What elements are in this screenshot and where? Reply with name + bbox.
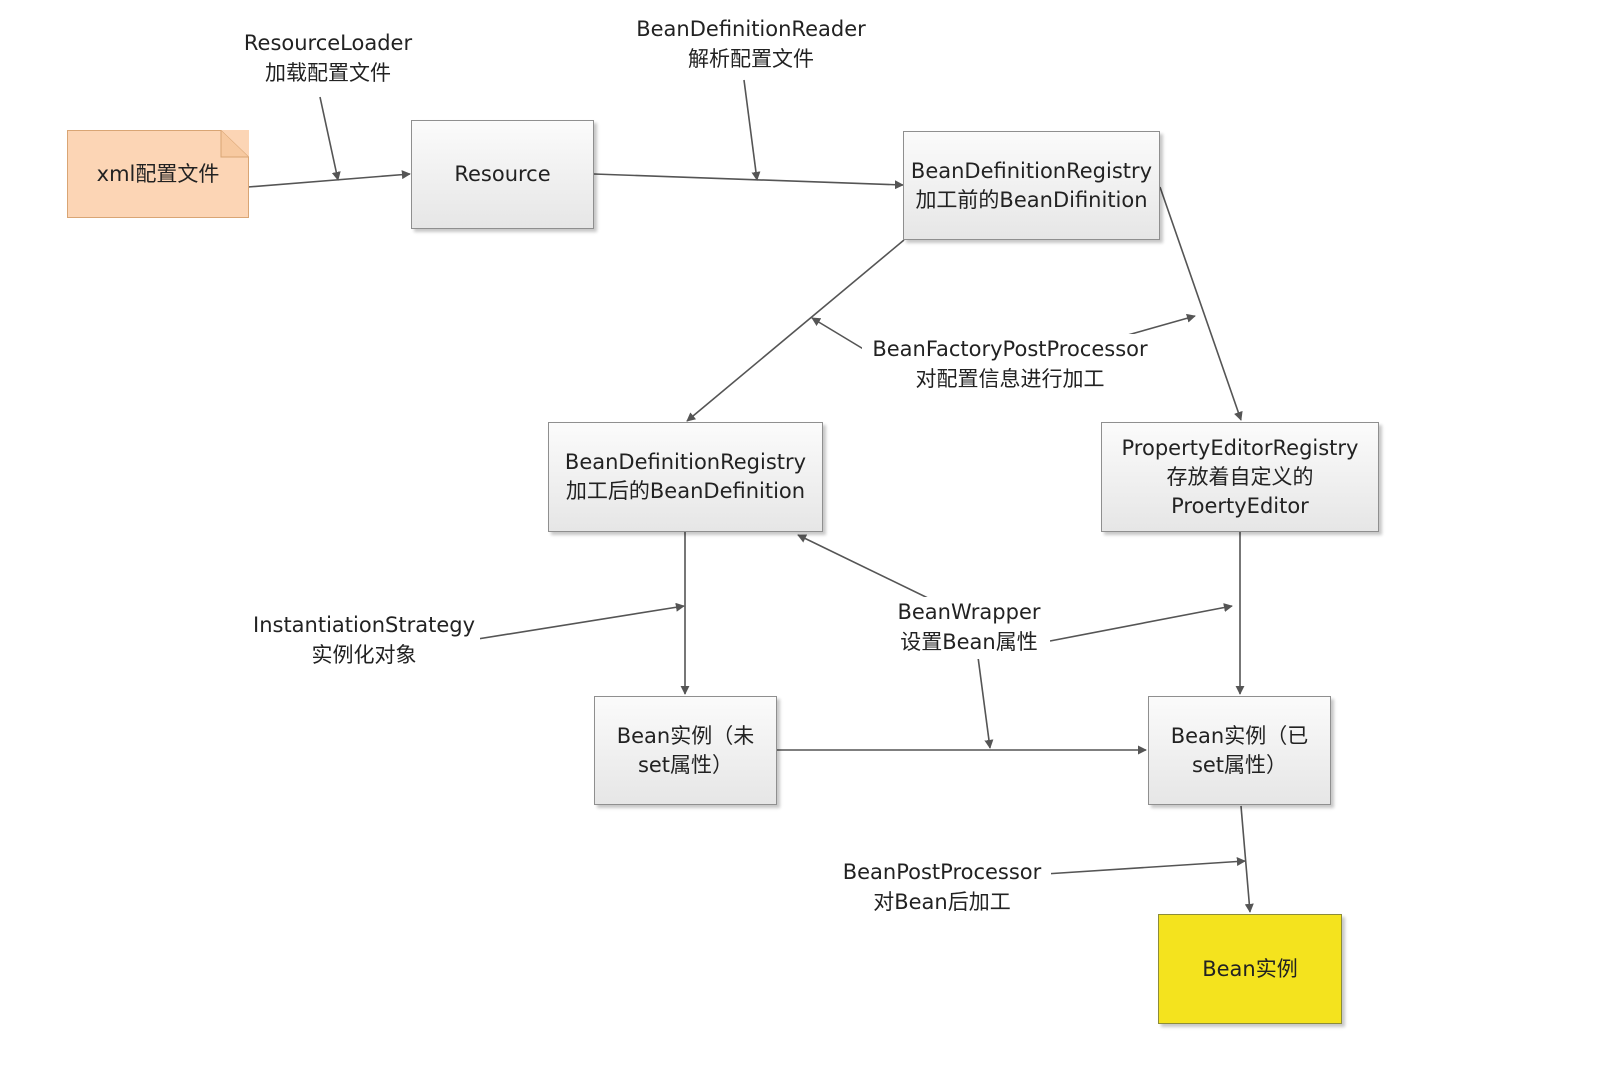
document-icon (67, 130, 249, 218)
edge-registry-before-to-property-editor (1159, 186, 1243, 421)
edge-resource-to-registry-before (593, 173, 904, 190)
node-bean-instance-unset: Bean实例（未 set属性） (594, 696, 777, 805)
pointer-instantiation-strategy (464, 602, 685, 642)
pointer-factory-post-processor-left (811, 317, 871, 354)
node-registry-after-label: BeanDefinitionRegistry 加工后的BeanDefinitio… (564, 450, 807, 503)
node-resource-label: Resource (454, 162, 551, 186)
label-resource-loader: ResourceLoader 加载配置文件 (226, 28, 430, 90)
node-bean-instance-final-label: Bean实例 (1202, 956, 1298, 981)
pointer-definition-reader (743, 79, 761, 181)
node-bean-instance-set-label: Bean实例（已 set属性） (1170, 723, 1309, 777)
label-bean-definition-reader: BeanDefinitionReader 解析配置文件 (630, 14, 872, 76)
node-property-editor-registry: PropertyEditorRegistry 存放着自定义的 ProertyEd… (1101, 422, 1379, 532)
node-xml-config-file-label: xml配置文件 (96, 161, 220, 186)
pointer-resource-loader (319, 96, 341, 181)
edge-xml-to-resource (247, 170, 411, 188)
node-property-editor-registry-label: PropertyEditorRegistry 存放着自定义的 ProertyEd… (1121, 435, 1359, 518)
pointer-bean-post-processor (1044, 857, 1246, 875)
node-registry-after: BeanDefinitionRegistry 加工后的BeanDefinitio… (548, 422, 823, 532)
node-bean-instance-set: Bean实例（已 set属性） (1148, 696, 1331, 805)
node-xml-config-file: xml配置文件 (67, 130, 249, 218)
node-registry-before: BeanDefinitionRegistry 加工前的BeanDifinitio… (903, 131, 1160, 240)
node-bean-instance-unset-label: Bean实例（未 set属性） (616, 723, 755, 777)
edge-registry-before-to-after (686, 239, 905, 422)
label-instantiation-strategy: InstantiationStrategy 实例化对象 (248, 610, 480, 672)
edge-bean-set-to-bean-final (1240, 805, 1254, 913)
pointer-bean-wrapper-to-set-edge (977, 656, 994, 749)
node-bean-instance-final: Bean实例 (1158, 914, 1342, 1024)
node-resource: Resource (411, 120, 594, 229)
label-bean-post-processor: BeanPostProcessor 对Bean后加工 (833, 857, 1051, 919)
label-bean-wrapper: BeanWrapper 设置Bean属性 (888, 597, 1050, 659)
label-bean-factory-post-processor: BeanFactoryPostProcessor 对配置信息进行加工 (862, 334, 1158, 396)
node-registry-before-label: BeanDefinitionRegistry 加工前的BeanDifinitio… (910, 158, 1153, 212)
pointer-bean-wrapper-to-property-editor (1049, 603, 1233, 642)
